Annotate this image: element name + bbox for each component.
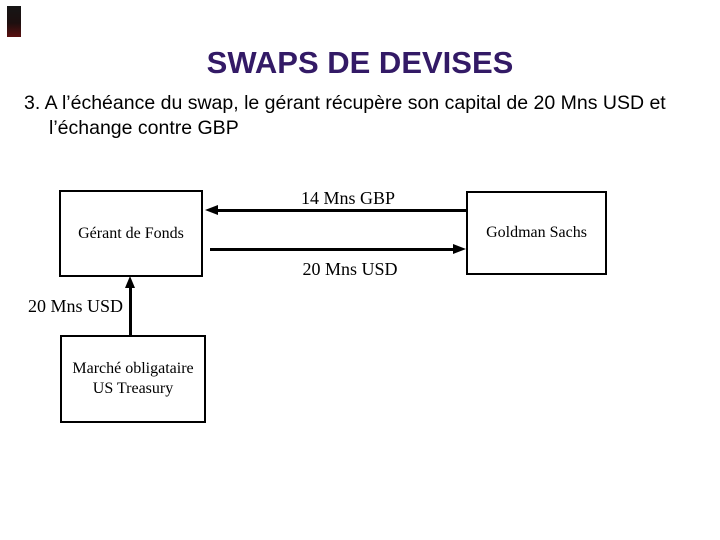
usd-arrow-label: 20 Mns USD bbox=[302, 259, 398, 279]
box-gerant-de-fonds-label: Gérant de Fonds bbox=[78, 224, 184, 242]
box-marche-obligataire-label: Marché obligataire US Treasury bbox=[72, 359, 193, 399]
arrow-up-icon bbox=[125, 276, 135, 288]
box-gerant-de-fonds: Gérant de Fonds bbox=[59, 190, 203, 277]
body-text-line-2: l’échange contre GBP bbox=[49, 117, 239, 139]
arrow-right-icon bbox=[453, 244, 466, 254]
bond-arrow-line bbox=[129, 287, 132, 335]
corner-decoration bbox=[7, 6, 21, 37]
box-marche-label-line-1: Marché obligataire bbox=[72, 360, 194, 377]
body-text-line-1: 3. A l’échéance du swap, le gérant récup… bbox=[24, 92, 666, 114]
slide-title: SWAPS DE DEVISES bbox=[206, 45, 514, 80]
usd-arrow-line bbox=[210, 248, 454, 251]
gbp-arrow-label: 14 Mns GBP bbox=[300, 188, 396, 208]
box-goldman-sachs: Goldman Sachs bbox=[466, 191, 607, 275]
bond-arrow-label: 20 Mns USD bbox=[27, 296, 123, 316]
gbp-arrow-line bbox=[216, 209, 467, 212]
box-goldman-sachs-label: Goldman Sachs bbox=[486, 224, 587, 241]
box-marche-obligataire: Marché obligataire US Treasury bbox=[60, 335, 206, 423]
arrow-left-icon bbox=[205, 205, 218, 215]
box-marche-label-line-2: US Treasury bbox=[92, 380, 174, 397]
